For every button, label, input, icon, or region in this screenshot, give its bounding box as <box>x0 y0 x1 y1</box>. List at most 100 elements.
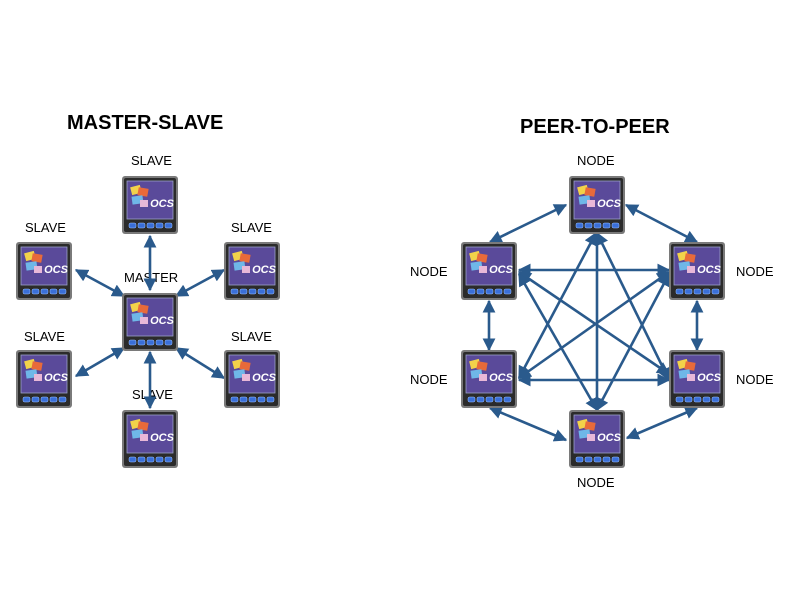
device-screen-text: OCS <box>697 372 722 384</box>
device-button <box>257 288 266 295</box>
device-button <box>711 288 720 295</box>
device-button <box>266 288 275 295</box>
device-button <box>602 456 611 463</box>
device-button <box>155 339 164 346</box>
p2p-arrow-top-upperright <box>624 203 699 244</box>
ms-arrow-bottom-right <box>174 346 226 380</box>
device-button <box>22 396 31 403</box>
device-button <box>266 396 275 403</box>
device-screen-text: OCS <box>150 198 175 210</box>
device-button <box>584 456 593 463</box>
device-button <box>49 288 58 295</box>
device-button <box>684 288 693 295</box>
slave-label-bottom-right: SLAVE <box>231 329 272 344</box>
device-screen-text: OCS <box>150 315 175 327</box>
device-button <box>230 396 239 403</box>
node-label-lower-left: NODE <box>410 372 448 387</box>
device-button <box>128 339 137 346</box>
connections-layer <box>74 203 704 442</box>
device-button <box>494 288 503 295</box>
device-button <box>146 222 155 229</box>
device-button <box>602 222 611 229</box>
device-button <box>31 396 40 403</box>
device-slave-bottom: OCS <box>122 410 178 468</box>
device-slave-bottom-right: OCS <box>224 350 280 408</box>
device-button <box>137 456 146 463</box>
device-button <box>575 456 584 463</box>
device-button <box>164 456 173 463</box>
node-label-bottom: NODE <box>577 475 615 490</box>
device-button <box>164 339 173 346</box>
slave-label-bottom-left: SLAVE <box>24 329 65 344</box>
device-button <box>467 288 476 295</box>
device-button <box>155 222 164 229</box>
device-button <box>584 222 593 229</box>
device-button <box>611 456 620 463</box>
device-button <box>58 396 67 403</box>
node-label-lower-right: NODE <box>736 372 774 387</box>
ocs-controller-icon <box>469 358 488 381</box>
device-node-top: OCS <box>569 176 625 234</box>
ms-arrow-top-right <box>174 268 226 298</box>
ms-arrow-bottom-left <box>74 346 126 378</box>
device-screen-text: OCS <box>597 432 622 444</box>
device-button <box>257 396 266 403</box>
device-node-lower-right: OCS <box>669 350 725 408</box>
device-screen-text: OCS <box>44 372 69 384</box>
ocs-controller-icon <box>677 250 696 273</box>
ocs-controller-icon <box>24 250 43 273</box>
device-screen-text: OCS <box>489 372 514 384</box>
peer-to-peer-title: PEER-TO-PEER <box>520 116 670 138</box>
device-button <box>476 396 485 403</box>
master-slave-title: MASTER-SLAVE <box>67 112 224 134</box>
device-button <box>137 339 146 346</box>
device-button <box>675 396 684 403</box>
device-button <box>128 222 137 229</box>
device-button <box>230 288 239 295</box>
node-label-upper-right: NODE <box>736 264 774 279</box>
slave-label-top: SLAVE <box>131 153 172 168</box>
device-screen-text: OCS <box>252 372 277 384</box>
device-screen-text: OCS <box>150 432 175 444</box>
device-screen-text: OCS <box>697 264 722 276</box>
device-screen-text: OCS <box>597 198 622 210</box>
device-button <box>485 288 494 295</box>
device-button <box>702 396 711 403</box>
device-button <box>239 288 248 295</box>
p2p-arrow-upperleft-bottom <box>517 272 599 412</box>
device-button <box>503 288 512 295</box>
device-button <box>146 456 155 463</box>
device-button <box>611 222 620 229</box>
p2p-arrow-top-upperleft <box>488 203 568 244</box>
device-button <box>593 456 602 463</box>
p2p-arrow-lowerright-bottom <box>625 406 699 440</box>
p2p-arrow-top-lowerleft <box>517 231 598 380</box>
device-button <box>49 396 58 403</box>
device-button <box>31 288 40 295</box>
ocs-controller-icon <box>130 418 149 441</box>
p2p-arrow-lowerleft-bottom <box>488 406 568 442</box>
device-button <box>593 222 602 229</box>
p2p-arrow-top-lowerright <box>595 231 671 382</box>
device-button <box>22 288 31 295</box>
device-master: OCS <box>122 293 178 351</box>
device-button <box>693 396 702 403</box>
ocs-controller-icon <box>232 250 251 273</box>
ocs-controller-icon <box>130 184 149 207</box>
device-button <box>146 339 155 346</box>
device-button <box>239 396 248 403</box>
ocs-controller-icon <box>577 184 596 207</box>
device-button <box>476 288 485 295</box>
device-button <box>702 288 711 295</box>
slave-label-top-left: SLAVE <box>25 220 66 235</box>
device-button <box>494 396 503 403</box>
device-button <box>684 396 693 403</box>
device-button <box>164 222 173 229</box>
device-node-upper-left: OCS <box>461 242 517 300</box>
device-button <box>485 396 494 403</box>
device-button <box>58 288 67 295</box>
device-button <box>503 396 512 403</box>
device-screen-text: OCS <box>252 264 277 276</box>
